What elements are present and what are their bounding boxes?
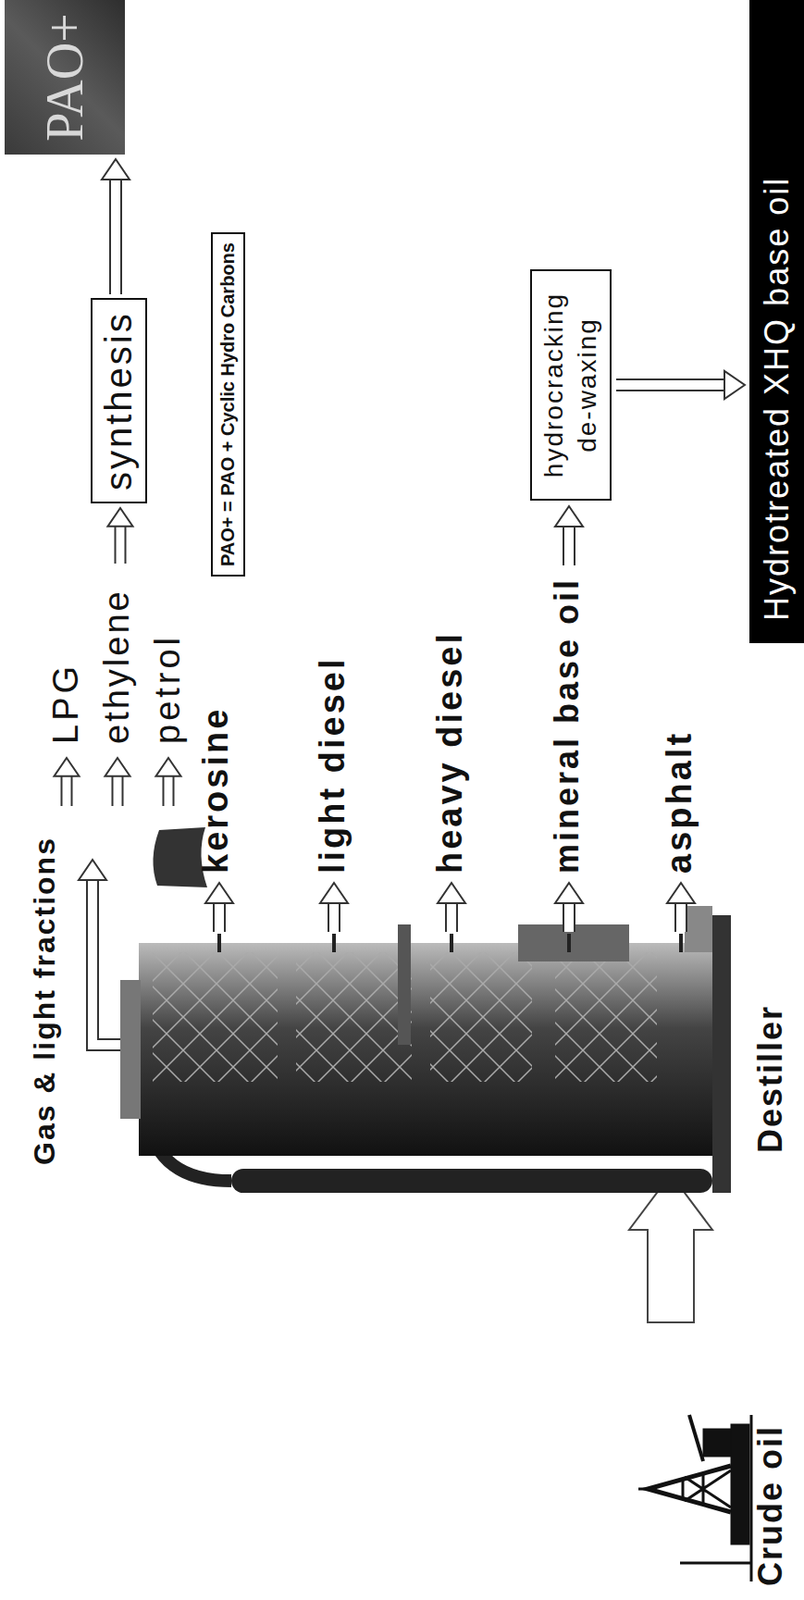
process-box: hydrocracking de-waxing [530,269,612,501]
flow-connector [101,159,130,295]
stream-label: Crude oil [751,1424,791,1586]
label-slot: Destiller [751,1004,791,1153]
label-slot: mineral base oil [547,577,587,874]
process-box: synthesis [90,297,148,504]
node-text: synthesis [98,310,140,491]
label-slot: kerosine [196,706,236,874]
feed-arrow [629,1174,713,1323]
note-box: PAO+ = PAO + Cyclic Hydro Carbons [210,232,246,577]
oil-derrick [638,1414,752,1582]
distillation-column [120,905,731,1193]
stream-label: ethylene [97,588,137,744]
node-text: hydrocracking de-waxing [537,278,605,492]
stream-label: heavy diesel [430,630,471,874]
stream-label: Gas & light fractions [27,836,62,1165]
label-slot: heavy diesel [430,630,471,874]
label-slot: Gas & light fractions [27,836,62,1165]
flow-arrows [54,506,696,1045]
stream-label: LPG [46,662,87,744]
label-slot: LPG [46,662,87,744]
stream-label: kerosine [196,706,236,874]
label-slot: Crude oil [751,1424,791,1586]
label-slot: asphalt [659,730,700,874]
stream-label: Destiller [751,1004,791,1153]
flow-connector [616,371,745,399]
stream-label: light diesel [312,656,353,874]
node-text: Hydrotreated XHQ base oil [757,176,797,621]
label-slot: petrol [148,633,188,744]
product-box: PAO+ [4,0,125,155]
node-text: PAO+ = PAO + Cyclic Hydro Carbons [217,242,239,567]
product-band: Hydrotreated XHQ base oil [749,0,804,644]
label-slot: ethylene [97,588,137,744]
stream-label: petrol [148,633,188,744]
label-slot: light diesel [312,656,353,874]
node-text: PAO+ [35,12,95,141]
stream-label: asphalt [659,730,700,874]
stream-label: mineral base oil [547,577,587,874]
